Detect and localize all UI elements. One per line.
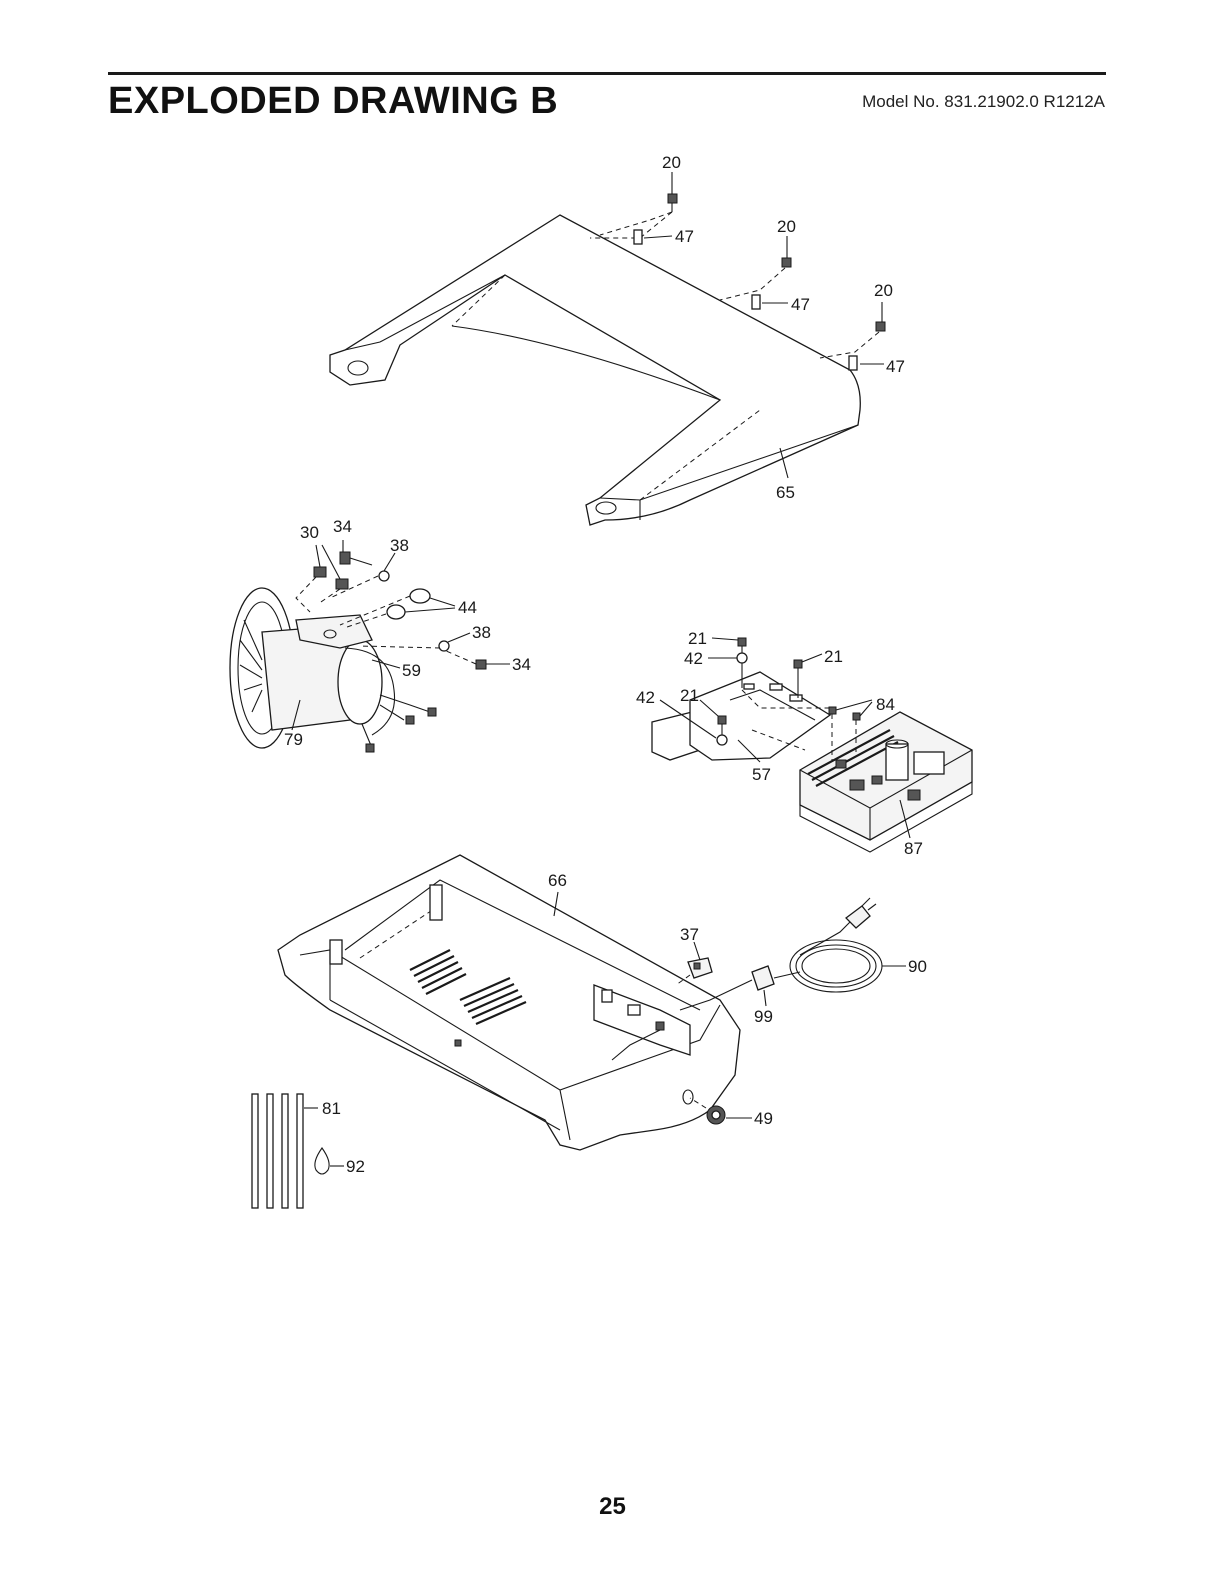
- controller-bracket-part: [652, 638, 830, 762]
- callout-37: 37: [680, 925, 699, 944]
- page-number: 25: [0, 1493, 1225, 1521]
- callout-38-b: 38: [472, 623, 491, 642]
- power-cord-part: [680, 898, 906, 1010]
- callout-79: 79: [284, 730, 303, 749]
- callout-21-b: 21: [824, 647, 843, 666]
- callout-34-a: 34: [333, 517, 352, 536]
- callout-66: 66: [548, 871, 567, 890]
- controller-board-part: [800, 700, 972, 852]
- callout-84: 84: [876, 695, 895, 714]
- callout-47-c: 47: [886, 357, 905, 376]
- callout-42-a: 42: [684, 649, 703, 668]
- callout-87: 87: [904, 839, 923, 858]
- callout-20-c: 20: [874, 281, 893, 300]
- callout-59: 59: [402, 661, 421, 680]
- callout-92: 92: [346, 1157, 365, 1176]
- callout-34-b: 34: [512, 655, 531, 674]
- motor-hood-part: [330, 215, 860, 525]
- screw-20-b: [782, 258, 791, 267]
- callout-47-a: 47: [675, 227, 694, 246]
- screw-20-a: [668, 194, 677, 212]
- callout-47-b: 47: [791, 295, 810, 314]
- callout-38-a: 38: [390, 536, 409, 555]
- callout-21-a: 21: [688, 629, 707, 648]
- callout-20-b: 20: [777, 217, 796, 236]
- callout-57: 57: [752, 765, 771, 784]
- callout-30: 30: [300, 523, 319, 542]
- callout-20-a: 20: [662, 153, 681, 172]
- screw-20-c: [876, 322, 885, 331]
- callout-99: 99: [754, 1007, 773, 1026]
- callout-90: 90: [908, 957, 927, 976]
- callout-49: 49: [754, 1109, 773, 1128]
- callout-21-c: 21: [680, 686, 699, 705]
- callout-81: 81: [322, 1099, 341, 1118]
- callout-65: 65: [776, 483, 795, 502]
- callout-42-b: 42: [636, 688, 655, 707]
- callout-44: 44: [458, 598, 477, 617]
- base-tray-part: [278, 855, 740, 1150]
